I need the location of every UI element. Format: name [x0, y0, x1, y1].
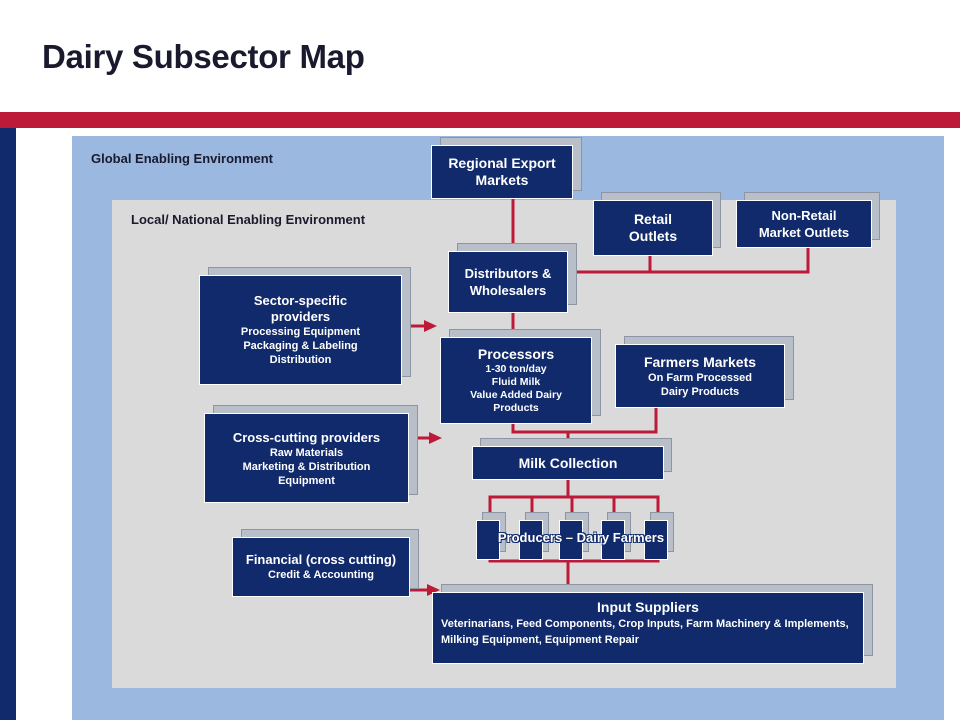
retail-outlets-box: Retail Outlets	[593, 200, 713, 256]
cross-cutting-line-3: Equipment	[278, 474, 335, 487]
sector-specific-providers-box: Sector-specific providers Processing Equ…	[199, 275, 402, 385]
arrowhead-sector	[424, 320, 437, 332]
producer-box	[519, 520, 543, 560]
arrowhead-financial	[427, 584, 440, 596]
financial-line-1: Credit & Accounting	[268, 569, 374, 581]
milk-collection-box: Milk Collection	[472, 446, 664, 480]
distributors-wholesalers-box: Distributors & Wholesalers	[448, 251, 568, 313]
producer-box	[559, 520, 583, 560]
input-suppliers-text: Veterinarians, Feed Components, Crop Inp…	[441, 618, 849, 646]
side-strip	[0, 128, 16, 720]
processors-box: Processors 1-30 ton/day Fluid Milk Value…	[440, 337, 592, 424]
connector-farmers-collection	[566, 406, 658, 434]
arrowhead-cross	[429, 432, 442, 444]
input-suppliers-box: Input Suppliers Veterinarians, Feed Comp…	[432, 592, 864, 664]
financial-title: Financial (cross cutting)	[245, 552, 397, 567]
farmers-markets-box: Farmers Markets On Farm Processed Dairy …	[615, 344, 785, 408]
non-retail-outlets-box: Non-Retail Market Outlets	[736, 200, 872, 248]
producer-box	[476, 520, 500, 560]
distributors-wholesalers-title: Distributors & Wholesalers	[464, 266, 552, 298]
cross-cutting-providers-box: Cross-cutting providers Raw Materials Ma…	[204, 413, 409, 503]
global-environment-label: Global Enabling Environment	[91, 151, 274, 166]
sector-specific-line-2: Packaging & Labeling	[243, 340, 358, 352]
sector-specific-line-3: Distribution	[269, 354, 332, 366]
sector-specific-line-1: Processing Equipment	[240, 326, 361, 338]
processors-line-1: 1-30 ton/day	[485, 363, 547, 375]
local-environment-label: Local/ National Enabling Environment	[131, 212, 366, 227]
producer-box	[644, 520, 668, 560]
processors-line-2: Fluid Milk	[491, 376, 541, 388]
regional-export-markets-title: Regional Export Markets	[448, 155, 556, 188]
producer-box	[601, 520, 625, 560]
producers-label: Producers – Dairy Farmers	[497, 530, 665, 545]
input-suppliers-title: Input Suppliers	[597, 599, 699, 615]
cross-cutting-line-2: Marketing & Distribution	[242, 460, 371, 473]
header-rule	[0, 112, 960, 128]
processors-title: Processors	[477, 346, 555, 362]
farmers-markets-line-2: Dairy Products	[660, 385, 740, 398]
farmers-markets-line-1: On Farm Processed	[648, 371, 752, 384]
page-title: Dairy Subsector Map	[42, 38, 365, 75]
non-retail-outlets-title: Non-Retail Market Outlets	[758, 208, 850, 240]
sector-specific-providers-title: Sector-specific providers	[253, 293, 348, 324]
connector-producers-top-drops	[488, 495, 660, 522]
regional-export-markets-box: Regional Export Markets	[431, 145, 573, 199]
processors-line-3: Value Added Dairy Products	[470, 389, 562, 414]
farmers-markets-title: Farmers Markets	[643, 353, 757, 370]
retail-outlets-title: Retail Outlets	[628, 211, 678, 244]
cross-cutting-line-1: Raw Materials	[269, 446, 344, 459]
milk-collection-title: Milk Collection	[518, 454, 618, 471]
cross-cutting-providers-title: Cross-cutting providers	[232, 429, 381, 445]
financial-box: Financial (cross cutting) Credit & Accou…	[232, 537, 410, 597]
